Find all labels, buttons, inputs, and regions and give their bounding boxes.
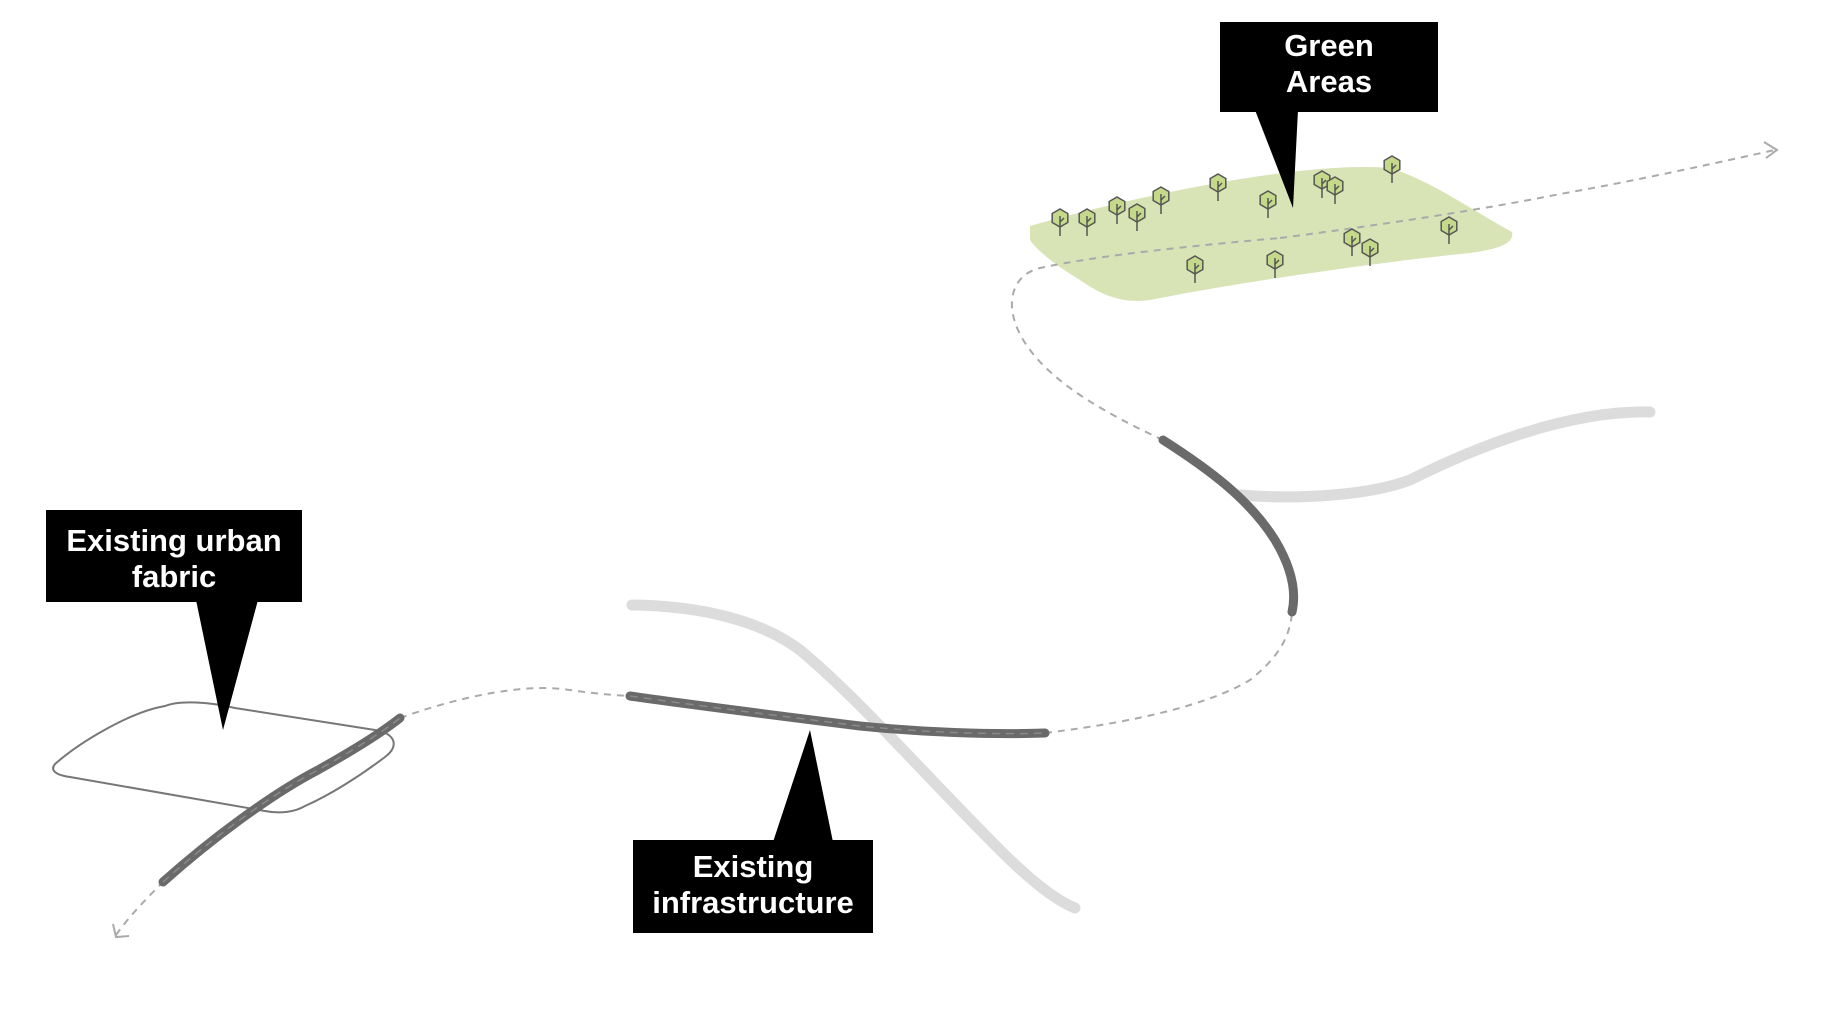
tree-icon: [1313, 170, 1331, 198]
callout-urban-fabric-line1: Existing urban: [66, 523, 281, 558]
tree-icon: [1383, 155, 1401, 183]
callout-infrastructure-line1: Existing: [693, 849, 814, 884]
callout-urban-fabric: Existing urban fabric: [46, 510, 302, 730]
tree-icon: [1259, 190, 1277, 218]
tree-icon: [1361, 238, 1379, 266]
callout-infrastructure-line2: infrastructure: [652, 885, 854, 920]
route-arrowhead-east: [1763, 141, 1779, 159]
tree-icon: [1152, 186, 1170, 214]
callout-box: [46, 510, 302, 602]
callout-pointer: [196, 600, 258, 730]
callout-pointer: [1255, 110, 1298, 208]
urban-fabric-outline: [52, 701, 395, 814]
route-arrowhead-southwest: [112, 923, 130, 939]
callout-box: [1220, 22, 1438, 112]
tree-icon: [1209, 173, 1227, 201]
infrastructure-light-diagonal: [626, 599, 1081, 914]
infrastructure-dark-center: [625, 691, 1050, 739]
green-area-patch: [1030, 166, 1513, 301]
route-dashed: [1044, 611, 1293, 734]
infrastructure-dark-west-dash: [162, 717, 401, 883]
callout-green-areas-line2: Areas: [1286, 64, 1372, 99]
route-dashed: [399, 687, 631, 719]
callout-urban-fabric-line2: fabric: [132, 559, 216, 594]
tree-icon: [1051, 208, 1069, 236]
tree-icon: [1108, 196, 1126, 224]
tree-icon: [1078, 208, 1096, 236]
tree-icon: [1326, 176, 1344, 204]
tree-icon: [1440, 216, 1458, 244]
infrastructure-dark-center-dash: [629, 695, 1046, 735]
infrastructure-dark-northeast: [1158, 435, 1299, 617]
tree-icon: [1186, 255, 1204, 283]
callout-green-areas: Green Areas: [1220, 22, 1438, 208]
callout-infrastructure: Existing infrastructure: [633, 730, 873, 933]
route-dashed: [115, 881, 164, 936]
tree-icon: [1128, 203, 1146, 231]
infrastructure-light-east: [1234, 406, 1656, 503]
callout-green-areas-line1: Green: [1284, 28, 1374, 63]
tree-icon: [1343, 228, 1361, 256]
route-dashed: [1011, 237, 1281, 441]
tree-icon: [1266, 250, 1284, 278]
tree-group: [1051, 155, 1458, 283]
callout-box: [633, 840, 873, 933]
callout-pointer: [773, 730, 833, 842]
